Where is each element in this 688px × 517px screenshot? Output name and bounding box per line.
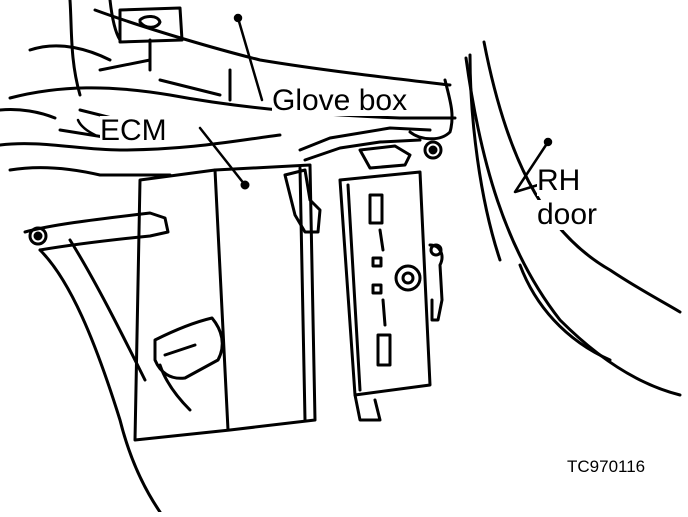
connector-plate [338,170,444,422]
lower-bracket [153,316,224,412]
air-duct [23,211,170,514]
leader-lines [76,13,553,194]
ecm-leader-secondary [76,118,97,137]
rh-door-frame [464,40,682,397]
ecm-label: ECM [100,114,167,147]
figure-code: TC970116 [567,457,646,476]
ecm-leader [198,126,247,187]
rh-door-label-line2: door [537,198,598,231]
glove-box-leader [236,16,264,102]
rh-door-leader [513,140,550,194]
glove-box-outline [0,0,457,177]
rh-door-label-line1: RH [537,164,581,197]
ecm-mounting-bracket [283,126,432,234]
glove-box-label: Glove box [272,84,408,117]
ecm-box [133,163,317,442]
